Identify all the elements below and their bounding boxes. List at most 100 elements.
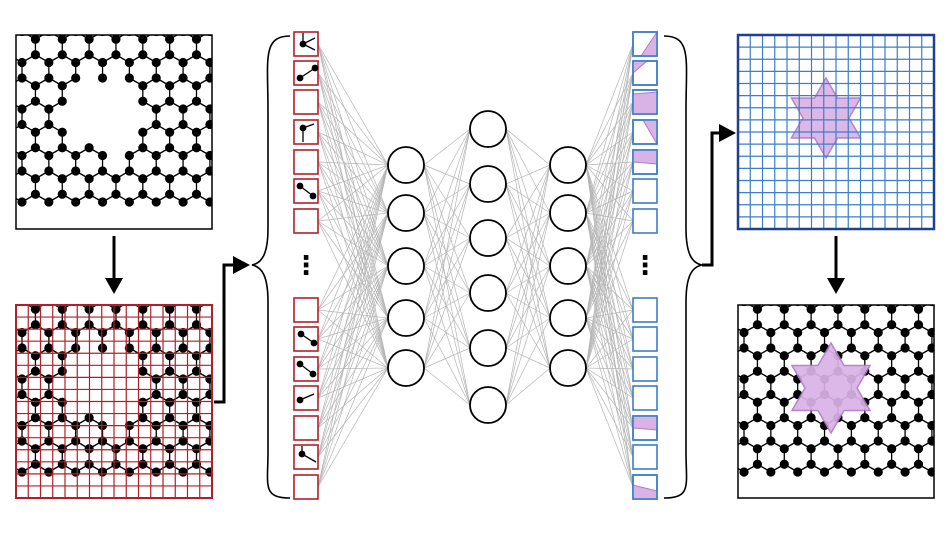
connection-line xyxy=(505,164,551,406)
connection-line xyxy=(505,237,551,267)
atom xyxy=(191,413,202,423)
atom xyxy=(71,327,81,338)
atom xyxy=(900,436,910,446)
bond xyxy=(210,8,223,16)
neuron xyxy=(469,110,507,148)
input-cell xyxy=(293,119,319,145)
bond xyxy=(197,8,210,16)
connection-line xyxy=(585,72,634,267)
connection-line xyxy=(585,317,634,429)
atom xyxy=(752,305,763,314)
atom xyxy=(30,174,41,184)
atom xyxy=(151,374,161,384)
atom xyxy=(232,374,241,383)
cell-atom xyxy=(296,396,304,404)
atom xyxy=(165,366,175,376)
connection-line xyxy=(505,265,551,406)
atom xyxy=(779,397,789,407)
atom xyxy=(941,413,950,422)
atom xyxy=(4,4,13,13)
bond xyxy=(0,194,9,202)
atom xyxy=(259,11,268,20)
atom xyxy=(151,197,161,207)
connection-line xyxy=(423,183,471,267)
atom xyxy=(219,143,228,152)
connection-line xyxy=(317,101,389,166)
cell-atom xyxy=(296,182,304,190)
atom xyxy=(84,50,94,60)
cell-atom xyxy=(311,64,319,72)
bond xyxy=(237,32,250,40)
atom xyxy=(98,281,107,290)
output-cell xyxy=(632,326,658,352)
atom xyxy=(44,73,54,83)
atom xyxy=(739,374,749,384)
connection-line xyxy=(505,237,551,319)
atom xyxy=(780,274,789,283)
connection-line xyxy=(423,265,471,294)
atom xyxy=(30,444,41,454)
atom xyxy=(752,444,763,454)
connection-line xyxy=(585,190,634,369)
connection-line xyxy=(423,164,471,406)
bond xyxy=(170,278,183,286)
atom xyxy=(246,143,255,152)
atom xyxy=(71,343,81,353)
bond xyxy=(237,101,250,109)
atom xyxy=(246,128,255,137)
connection-line xyxy=(317,164,389,222)
atom xyxy=(85,274,94,283)
atom xyxy=(4,460,13,469)
atom xyxy=(726,367,735,376)
atom xyxy=(165,127,175,137)
atom xyxy=(246,174,255,183)
connection-line xyxy=(423,212,471,349)
connection-line xyxy=(317,212,389,311)
connection-line xyxy=(585,317,634,399)
atom xyxy=(191,50,202,60)
atom xyxy=(165,444,175,454)
bond xyxy=(183,8,196,16)
neuron xyxy=(387,247,425,285)
bond xyxy=(49,278,62,286)
neuron xyxy=(549,299,587,337)
atom xyxy=(779,351,789,361)
atom xyxy=(793,467,803,477)
bond xyxy=(237,78,250,86)
neuron xyxy=(549,146,587,184)
atom xyxy=(151,327,161,338)
arrow-lattice-to-grid xyxy=(105,236,123,294)
bond xyxy=(704,371,717,379)
output-cell xyxy=(632,356,658,382)
cell-defect-fill xyxy=(632,415,658,431)
atom xyxy=(752,397,763,407)
connection-line xyxy=(317,309,389,319)
connection-line xyxy=(585,101,634,267)
atom xyxy=(57,189,67,199)
connection-line xyxy=(585,161,634,319)
atom xyxy=(191,174,202,184)
atom xyxy=(779,444,789,454)
neuron xyxy=(549,194,587,232)
atom xyxy=(219,4,228,13)
atom xyxy=(97,73,108,83)
bond xyxy=(170,8,183,16)
atom xyxy=(259,104,268,113)
atom xyxy=(246,367,255,376)
atom xyxy=(806,413,816,423)
atom xyxy=(152,281,161,290)
bond xyxy=(704,325,717,333)
atom xyxy=(97,467,108,477)
bond xyxy=(865,278,878,286)
atom xyxy=(232,421,241,430)
bond xyxy=(704,348,717,356)
output-vector xyxy=(632,30,658,500)
atom xyxy=(151,166,161,176)
bond xyxy=(945,464,950,472)
atom xyxy=(713,328,722,337)
connection-line xyxy=(423,128,471,214)
atom xyxy=(178,150,188,161)
atom xyxy=(111,35,121,44)
connection-line xyxy=(317,164,389,340)
connection-line xyxy=(505,347,551,369)
